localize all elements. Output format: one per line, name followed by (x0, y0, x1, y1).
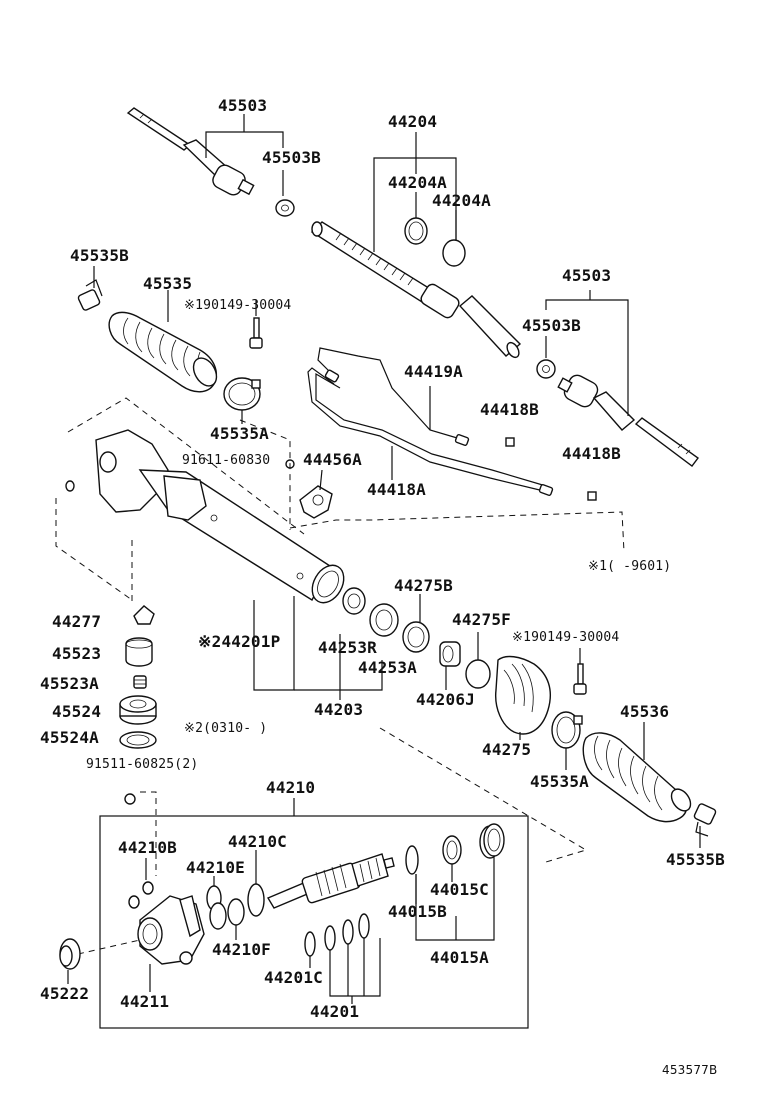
label-44277: 44277 (52, 612, 102, 631)
label-45535a-top: 45535A (210, 424, 269, 443)
nut-45524a (119, 731, 157, 749)
ring-44204a-2 (442, 239, 466, 267)
label-45503-right: 45503 (562, 266, 612, 285)
label-45535a-bottom: 45535A (530, 772, 589, 791)
valve-housing-44211 (137, 895, 205, 965)
clip-45535b-left (77, 279, 103, 311)
guide-44277 (133, 605, 155, 625)
label-44204a-1: 44204A (388, 173, 447, 192)
label-45503b-right: 45503B (522, 316, 581, 335)
label-44204a-2: 44204A (432, 191, 491, 210)
plug-45524 (119, 695, 157, 725)
label-45524: 45524 (52, 702, 102, 721)
cap-44418b-1 (505, 437, 515, 447)
label-44206j: 44206J (416, 690, 475, 709)
seal-44015b (405, 845, 419, 875)
label-44210e: 44210E (186, 858, 245, 877)
label-45503b-top: 45503B (262, 148, 321, 167)
label-44204: 44204 (388, 112, 438, 131)
clamp-45535a-top (223, 377, 261, 411)
seal-44253r (342, 587, 366, 615)
label-44211: 44211 (120, 992, 170, 1011)
label-45535b-left: 45535B (70, 246, 129, 265)
washer-44210f-1 (209, 902, 227, 930)
label-44201p: ※244201P (198, 632, 281, 651)
tie-rod-upper-left (126, 107, 255, 196)
label-45523: 45523 (52, 644, 102, 663)
label-44418b-2: 44418B (562, 444, 621, 463)
washer-45503b-top (275, 199, 295, 217)
washer-44210f-2 (227, 898, 245, 926)
boot-45535 (108, 311, 218, 393)
pressure-pipes (307, 347, 554, 496)
clip-45535b-right (693, 803, 717, 837)
bolt-190149-top (249, 317, 263, 349)
tie-rod-right (557, 374, 699, 467)
bracket-44456a (299, 485, 333, 519)
label-44201c: 44201C (264, 968, 323, 987)
label-44418a: 44418A (367, 480, 426, 499)
rack-housing (95, 429, 345, 604)
pinion-shaft (266, 853, 395, 909)
bushing-44275b (402, 621, 430, 653)
cap-44418b-2 (587, 491, 597, 501)
spring-45523a (133, 675, 147, 689)
label-45535b-right: 45535B (666, 850, 725, 869)
label-44418b-1: 44418B (480, 400, 539, 419)
plug-left (65, 480, 75, 492)
label-44015a: 44015A (430, 948, 489, 967)
rack-bar (310, 221, 522, 359)
bolt-190149-mid (573, 663, 587, 695)
label-44419a: 44419A (404, 362, 463, 381)
seal-44253a (369, 603, 399, 637)
note-0310: ※2(0310- ) (184, 721, 268, 736)
label-44275b: 44275B (394, 576, 453, 595)
ring-44275f (465, 659, 491, 689)
label-44210b: 44210B (118, 838, 177, 857)
ring-44210c (247, 883, 265, 917)
label-45503-top: 45503 (218, 96, 268, 115)
clamp-45535a-bottom (551, 711, 583, 749)
pinion-kit-box (99, 815, 529, 1029)
label-45222: 45222 (40, 984, 90, 1003)
label-44201: 44201 (310, 1002, 360, 1021)
label-45524a: 45524A (40, 728, 99, 747)
washer-45503b-right (536, 359, 556, 379)
dust-cover-45222 (59, 938, 81, 970)
note-91511-60825: 91511-60825(2) (86, 757, 199, 772)
label-44275: 44275 (482, 740, 532, 759)
label-44203: 44203 (314, 700, 364, 719)
note-190149-top: ※190149-30004 (184, 298, 292, 313)
label-45535: 45535 (143, 274, 193, 293)
seal-rings-44201c (304, 913, 370, 957)
label-44210c: 44210C (228, 832, 287, 851)
reference-code: 453577B (662, 1063, 718, 1077)
label-44015c: 44015C (430, 880, 489, 899)
bearing-44015c (442, 835, 462, 865)
boot-45536 (582, 732, 692, 823)
bearing-44015a (479, 823, 505, 859)
bolt-91511 (124, 793, 136, 805)
label-45536: 45536 (620, 702, 670, 721)
label-44210: 44210 (266, 778, 316, 797)
dashed-guides (55, 397, 625, 955)
label-44015b: 44015B (388, 902, 447, 921)
seals-44210b (128, 881, 154, 909)
note-91611-60830: 91611-60830 (182, 453, 271, 468)
label-44253r: 44253R (318, 638, 377, 657)
note-190149-mid: ※190149-30004 (512, 630, 620, 645)
label-44275f: 44275F (452, 610, 511, 629)
yoke-45523 (125, 637, 153, 667)
label-44210f: 44210F (212, 940, 271, 959)
label-45523a: 45523A (40, 674, 99, 693)
label-44456a: 44456A (303, 450, 362, 469)
label-44253a: 44253A (358, 658, 417, 677)
boot-44275 (495, 655, 552, 735)
bushing-44206j (439, 641, 461, 667)
note-9601: ※1( -9601) (588, 559, 672, 574)
